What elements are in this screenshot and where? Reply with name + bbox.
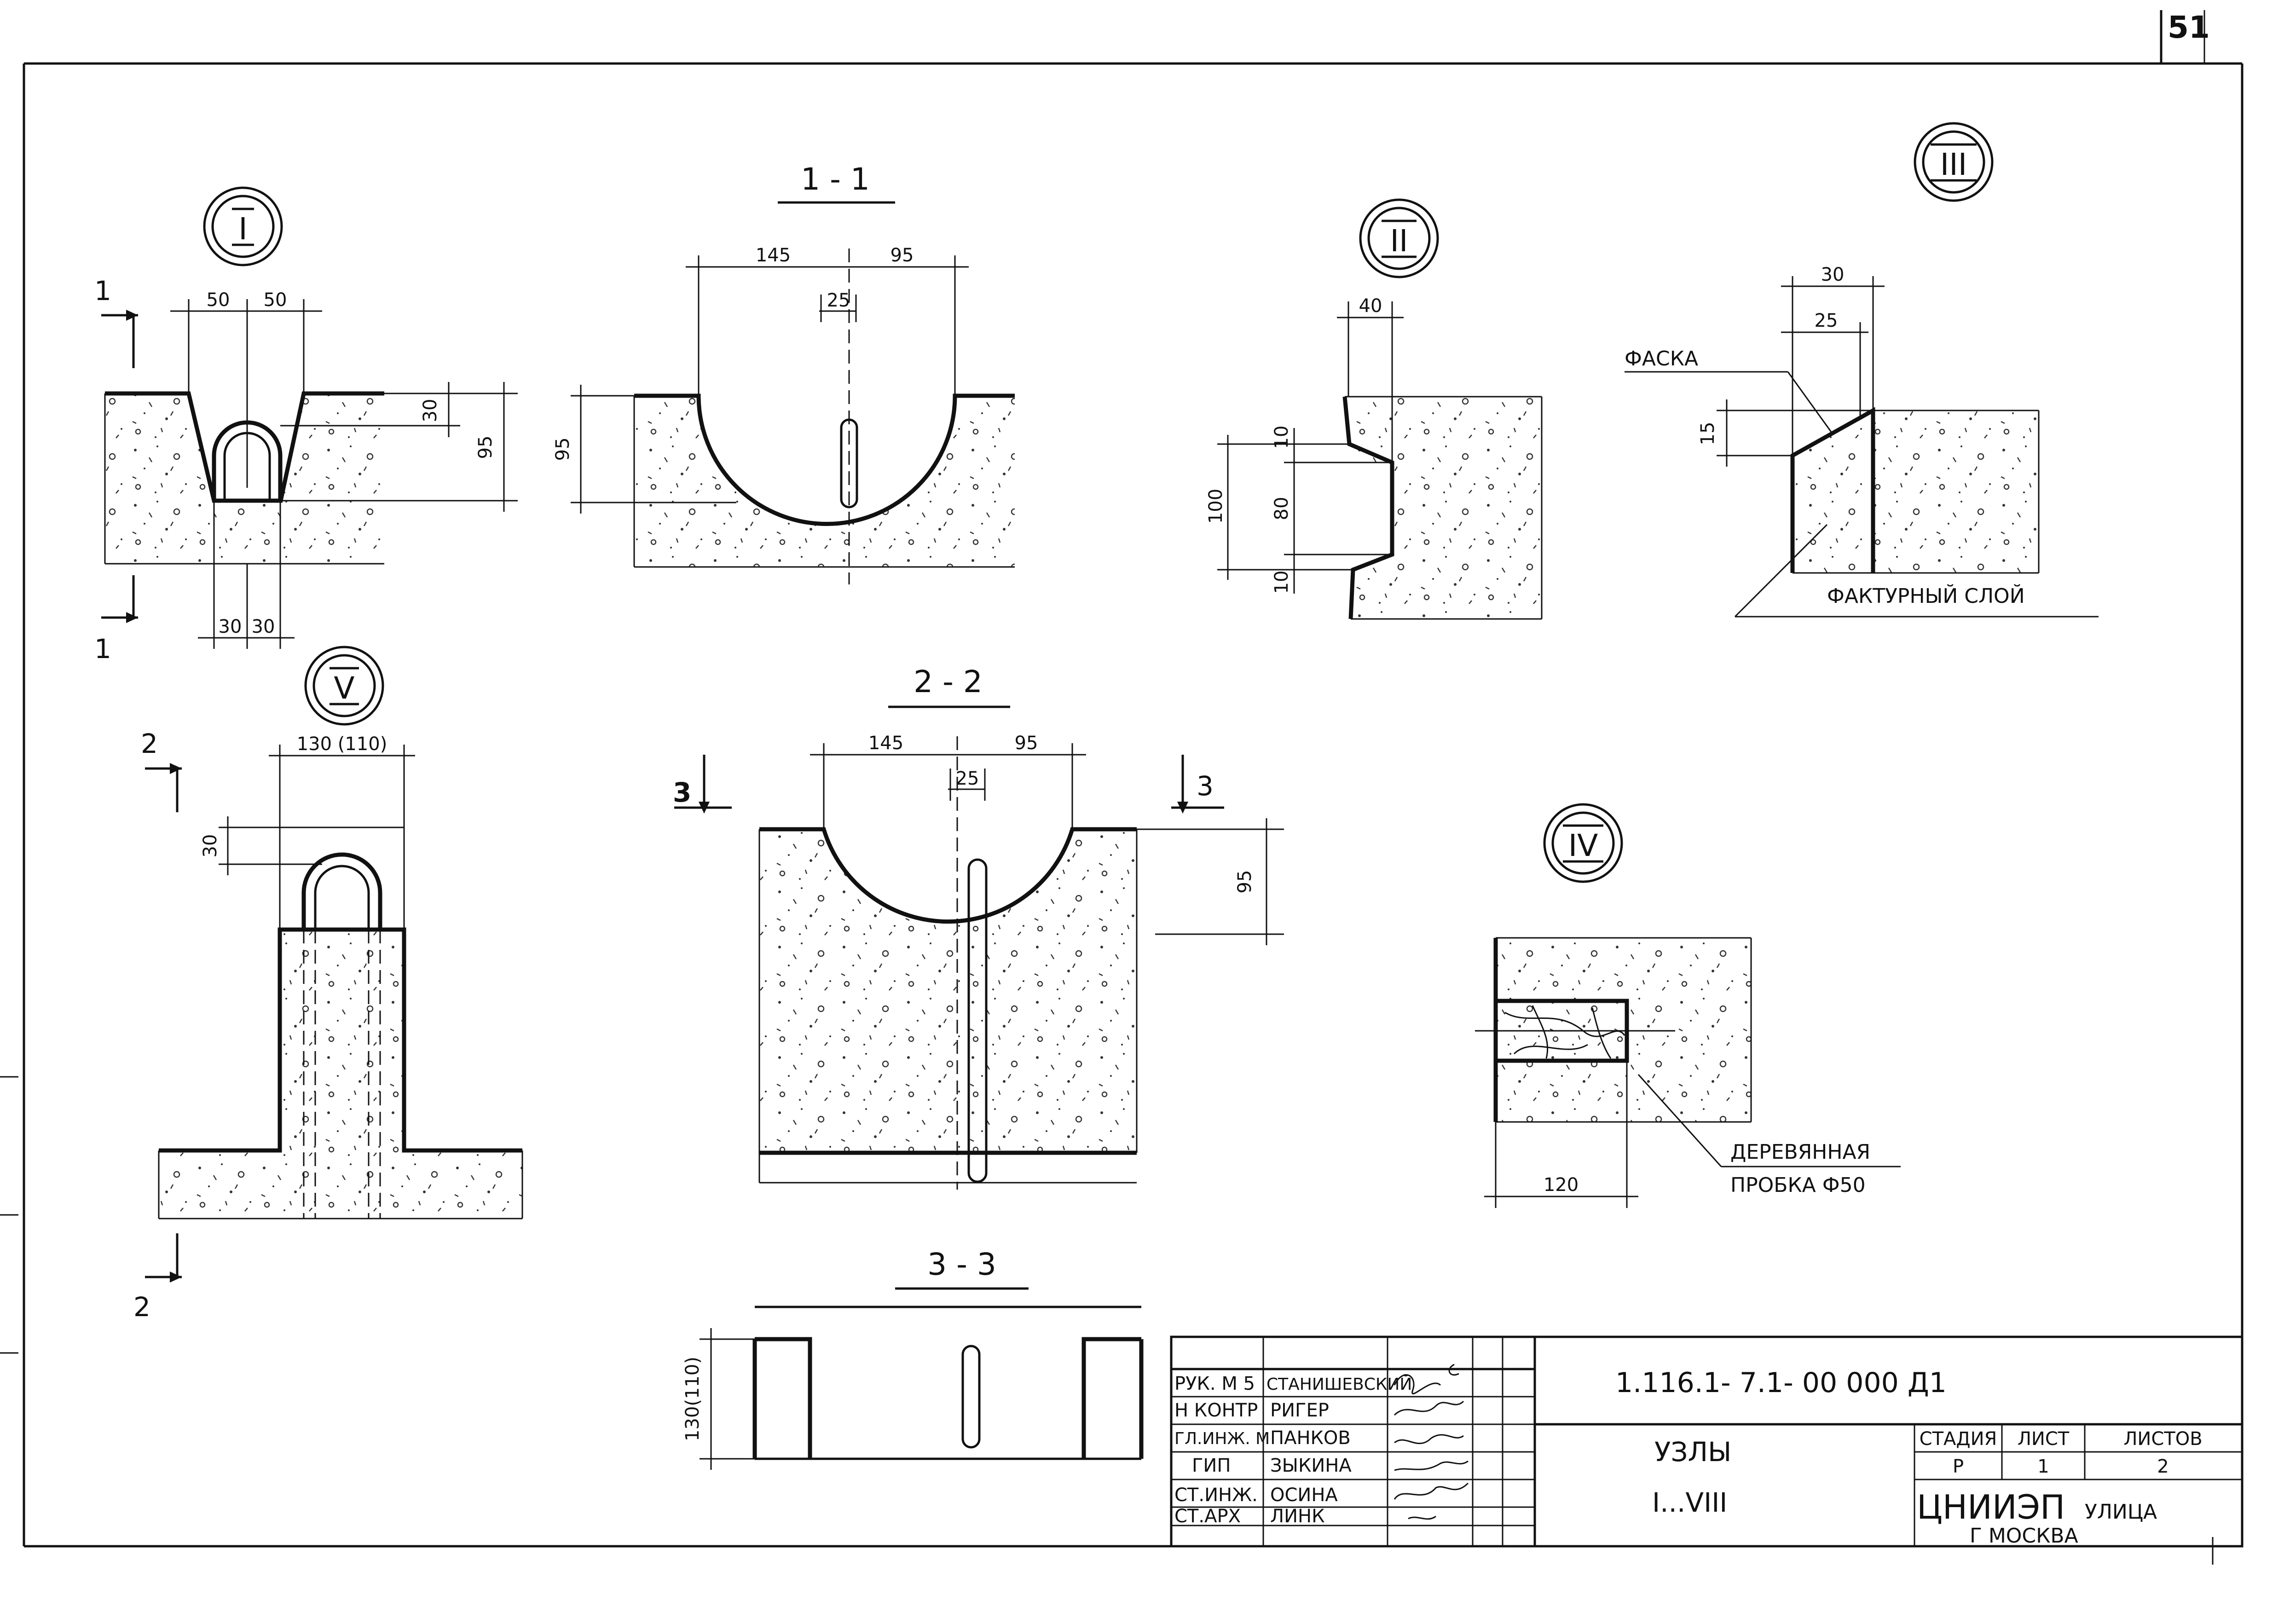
stage-header: СТАДИЯ [1920,1428,1997,1450]
node-II: II 40 10 80 10 100 [1205,198,1543,620]
cut-mark-3-right: 3 [1197,770,1214,802]
concrete-block [759,829,1137,1153]
cut-mark-2-top: 2 [141,728,158,759]
dim-30-vertical: 30 [200,834,221,858]
dim-25: 25 [956,768,979,789]
dim-30: 30 [1821,264,1845,285]
sheets-header: ЛИСТОВ [2123,1428,2202,1450]
dim-95-vertical: 95 [1234,870,1255,894]
dim-145: 145 [868,733,903,754]
node-V: V 130 (110) 30 2 2 [133,646,523,1323]
svg-text:II: II [1390,223,1408,259]
concrete-block [634,396,1015,567]
staff-role: Н КОНТР [1174,1400,1258,1421]
staff-role: СТ.ИНЖ. [1174,1485,1258,1506]
label-wood-plug-line-2: ПРОБКА Ф50 [1730,1173,1866,1197]
dim-10-bottom: 10 [1271,571,1292,594]
cut-mark-2-bottom: 2 [133,1291,150,1323]
dim-130-110: 130 (110) [297,734,387,755]
dim-95-top: 95 [891,245,914,266]
sheets-value: 2 [2157,1456,2169,1477]
section-1-1: 1 - 1 145 95 25 95 [552,162,1015,584]
staff-name: ЗЫКИНА [1270,1455,1352,1476]
staff-name: ЛИНК [1270,1506,1324,1527]
concrete-block [159,930,522,1219]
node-marker-I: I [203,186,283,266]
dim-40: 40 [1359,295,1382,317]
staff-name: ПАНКОВ [1270,1428,1351,1449]
node-marker-IV: IV [1543,803,1623,883]
node-marker-II: II [1359,198,1439,278]
section-title-3-3: 3 - 3 [927,1247,996,1282]
staff-name: ОСИНА [1270,1485,1338,1506]
svg-text:III: III [1940,147,1967,182]
svg-text:IV: IV [1568,828,1598,863]
sheet-frame [0,10,2244,1565]
section-2-2: 2 - 2 145 95 25 95 3 3 [673,664,1284,1190]
staff-role: СТ.АРХ [1174,1506,1241,1527]
dim-25: 25 [1815,310,1838,331]
label-fakturny-sloy: ФАКТУРНЫЙ СЛОЙ [1827,584,2025,608]
title-name-line-2: I...VIII [1652,1487,1727,1518]
dim-80: 80 [1271,497,1292,520]
dim-15: 15 [1697,422,1718,445]
organization-suffix: УЛИЦА [2085,1500,2157,1524]
dim-100: 100 [1205,489,1226,524]
dim-30-vertical: 30 [420,399,441,422]
dim-130-110-vertical: 130(110) [682,1357,703,1441]
concrete-block [1345,397,1542,619]
dim-50-left: 50 [207,289,230,311]
concrete-block [1793,410,2039,573]
staff-role: ГЛ.ИНЖ. М [1174,1429,1270,1448]
dim-145: 145 [756,245,791,266]
svg-text:I: I [238,211,247,247]
title-name-line-1: УЗЛЫ [1654,1436,1731,1468]
node-marker-V: V [304,646,384,726]
cut-mark-1-bottom: 1 [94,633,111,665]
dim-50-right: 50 [264,289,287,311]
svg-text:V: V [334,670,354,706]
cut-mark-1-top: 1 [94,275,111,306]
staff-role: ГИП [1192,1455,1231,1476]
dim-95-vertical: 95 [552,438,573,461]
sheet-value: 1 [2037,1456,2049,1477]
cut-mark-3-left: 3 [673,777,691,808]
dim-30-right: 30 [252,616,275,637]
dim-30-left: 30 [219,616,242,637]
staff-name: СТАНИШЕВСКИЙ [1266,1375,1412,1394]
dim-120: 120 [1544,1174,1579,1196]
staff-name: РИГЕР [1270,1400,1329,1421]
title-block: 1.116.1- 7.1- 00 000 Д1 УЗЛЫ I...VIII СТ… [1170,1335,2244,1548]
node-III: III 30 25 15 ФАСКА ФАКТУРНЫЙ СЛОЙ [1625,122,2099,618]
dim-10-top: 10 [1271,426,1292,449]
section-title-2-2: 2 - 2 [914,664,983,699]
stage-value: Р [1953,1456,1964,1477]
dim-95-top: 95 [1015,733,1038,754]
node-IV: IV 120 ДЕРЕВЯННАЯ ПРОБКА Ф50 [1475,803,1901,1208]
concrete-block [105,393,384,564]
sheet-header: ЛИСТ [2018,1428,2070,1450]
organization-city: Г МОСКВА [1970,1524,2078,1548]
node-marker-III: III [1914,122,1994,202]
organization-name: ЦНИИЭП [1917,1488,2065,1526]
handwritten-signatures [1394,1364,1469,1520]
staff-role: РУК. М 5 [1174,1373,1255,1394]
dim-95-vertical: 95 [475,436,496,459]
node-I: I 1 1 50 50 30 30 [94,186,518,665]
section-title-1-1: 1 - 1 [801,162,870,197]
dim-25: 25 [827,290,850,311]
label-faska: ФАСКА [1625,347,1698,370]
sheet-number: 51 [2168,10,2210,45]
title-document-code: 1.116.1- 7.1- 00 000 Д1 [1615,1367,1947,1399]
concrete-block [1496,938,1751,1122]
label-wood-plug-line-1: ДЕРЕВЯННАЯ [1730,1140,1870,1164]
section-3-3: 3 - 3 130(110) [682,1247,1144,1470]
